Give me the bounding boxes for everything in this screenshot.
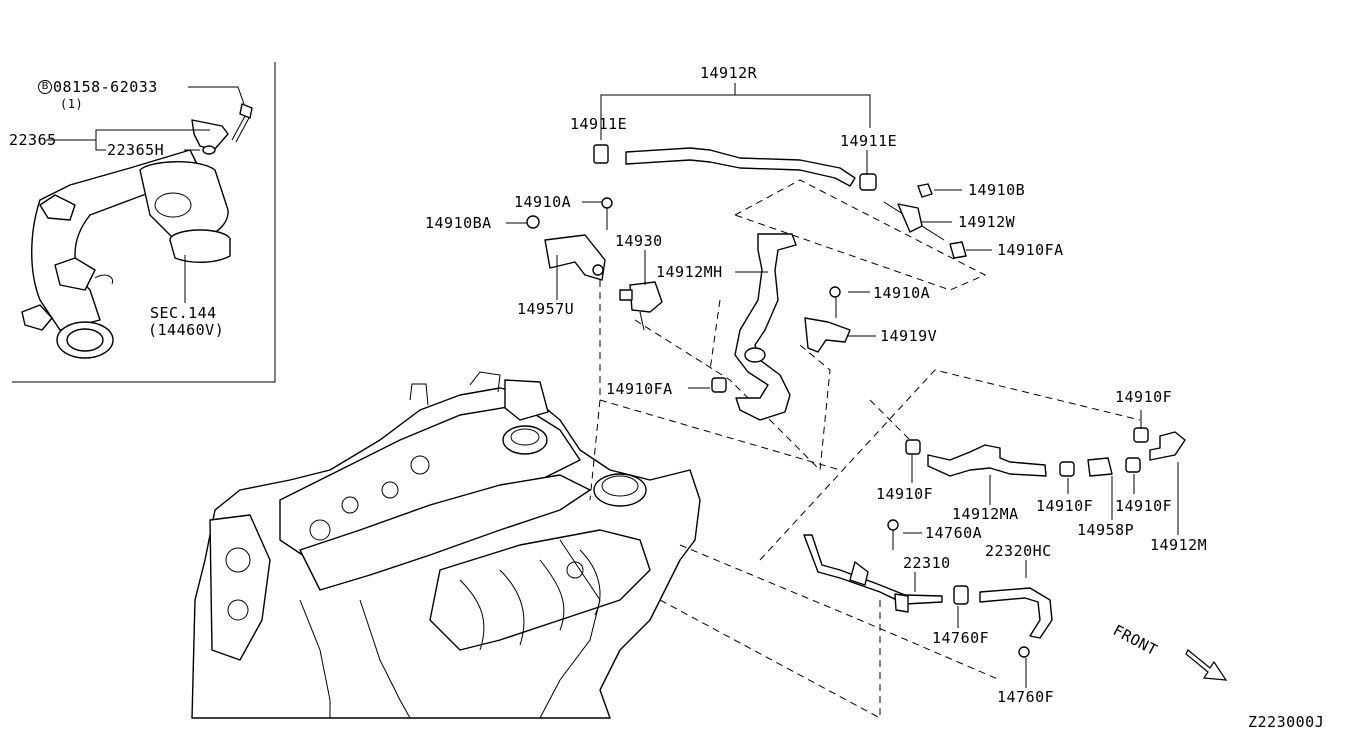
label-14910b: 14910B: [968, 181, 1026, 199]
bracket-14919v: [804, 286, 851, 353]
leader-lines: [506, 189, 1179, 688]
bracket-14957u: [526, 197, 613, 281]
diagram-code: Z223000J: [1248, 713, 1325, 731]
label-22365h: 22365H: [107, 141, 165, 159]
inset-frame: [12, 62, 276, 383]
label-14912ma: 14912MA: [952, 505, 1019, 523]
dashed-reference-lines: [589, 179, 1141, 719]
label-14958p: 14958P: [1077, 521, 1135, 539]
label-14910f-left: 14910F: [876, 485, 934, 503]
label-14760a: 14760A: [925, 524, 983, 542]
hose-22320hc: [953, 585, 1053, 658]
clip-14912w: [883, 183, 967, 259]
hose-14912mh: [734, 233, 797, 421]
label-14910fa-mid: 14910FA: [606, 380, 673, 398]
label-bolt-qty: (1): [60, 97, 84, 111]
label-14910a-left: 14910A: [514, 193, 572, 211]
label-sec144-ref: (14460V): [148, 321, 225, 339]
label-14910f-top: 14910F: [1115, 388, 1173, 406]
label-14910ba: 14910BA: [425, 214, 492, 232]
label-14910a-right: 14910A: [873, 284, 931, 302]
hose-14912ma: [905, 427, 1186, 477]
label-14910fa-top: 14910FA: [997, 241, 1064, 259]
bolt-b-icon: B: [38, 80, 52, 94]
engine-assembly: [191, 371, 701, 719]
hose-14912r: [593, 144, 877, 191]
label-14912mh: 14912MH: [656, 263, 723, 281]
label-22365: 22365: [9, 131, 57, 149]
label-14912r: 14912R: [700, 64, 758, 82]
label-14910f-mid1: 14910F: [1036, 497, 1094, 515]
inset-throttle-chamber: [21, 103, 253, 359]
pipe-22310: [803, 519, 943, 613]
label-14760f-top: 14760F: [932, 629, 990, 647]
label-14930: 14930: [615, 232, 663, 250]
sensor-14930: [619, 281, 663, 331]
label-14919v: 14919V: [880, 327, 938, 345]
inset-leaders: [46, 86, 245, 303]
clip-14910fa-mid: [711, 377, 727, 393]
label-14911e-right: 14911E: [840, 132, 898, 150]
label-22320hc: 22320HC: [985, 542, 1052, 560]
label-14957u: 14957U: [517, 300, 575, 318]
label-14912w: 14912W: [958, 213, 1016, 231]
label-14911e-left: 14911E: [570, 115, 628, 133]
bracket-14912r: [600, 83, 871, 174]
label-sec144: SEC.144: [150, 304, 217, 322]
label-14910f-mid2: 14910F: [1115, 497, 1173, 515]
label-14760f-bottom: 14760F: [997, 688, 1055, 706]
label-14912m: 14912M: [1150, 536, 1208, 554]
label-22310: 22310: [903, 554, 951, 572]
front-arrow-icon: [1185, 649, 1228, 681]
label-bolt-code: 08158-62033: [53, 78, 158, 96]
